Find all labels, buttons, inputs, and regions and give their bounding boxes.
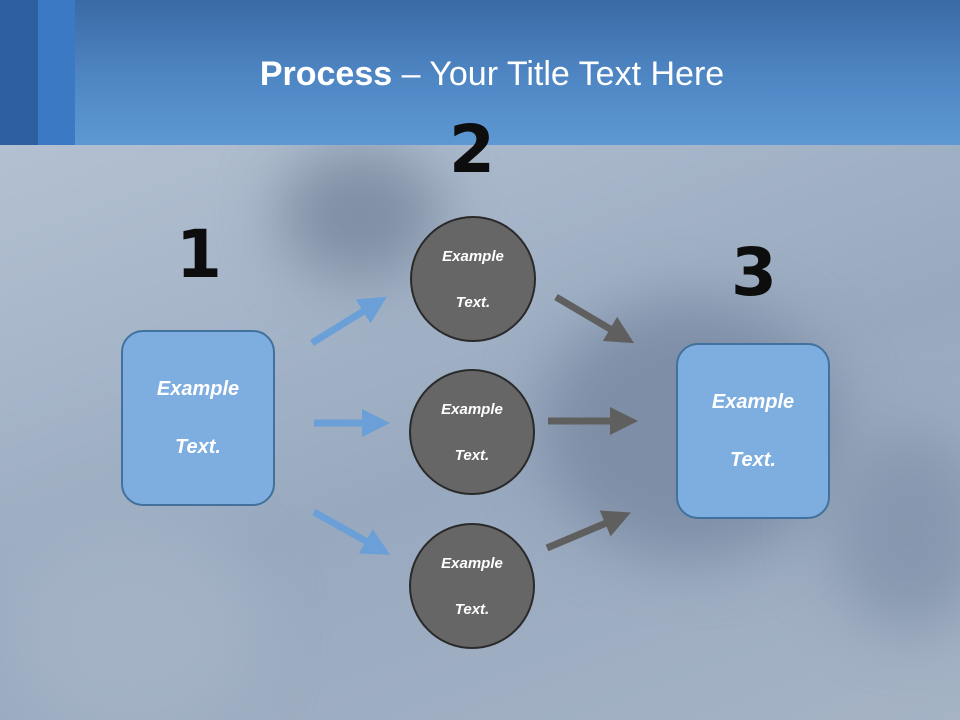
arrow-from-circle-3 [545, 510, 631, 552]
arrow-from-circle-1 [554, 293, 635, 344]
circle-text-line1: Example [441, 554, 503, 572]
arrow-to-circle-3 [312, 508, 391, 555]
circle-text-line1: Example [441, 400, 503, 418]
box-text-line1: Example [156, 377, 240, 400]
box-text-line2: Text. [175, 435, 221, 458]
background-shape [830, 430, 960, 630]
header-accent-stripe [38, 0, 75, 145]
circle-text-line2: Text. [454, 600, 490, 618]
header-band [0, 0, 960, 145]
step-number-2: 2 [449, 111, 495, 188]
arrow-to-circle-1 [310, 296, 387, 346]
slide-title: Process – Your Title Text Here [0, 52, 960, 96]
step-number-3: 3 [731, 234, 777, 311]
title-rest: – Your Title Text Here [392, 55, 725, 93]
circle-text-line1: Example [442, 247, 504, 265]
circle-text-line2: Text. [454, 446, 490, 464]
background-shape [0, 520, 260, 720]
header-accent-stripe [0, 0, 38, 145]
box-text-line2: Text. [730, 448, 776, 471]
step-number-1: 1 [176, 216, 222, 293]
circle-text-line2: Text. [455, 293, 491, 311]
title-bold: Process [259, 55, 393, 93]
box-text-line1: Example [711, 390, 795, 413]
